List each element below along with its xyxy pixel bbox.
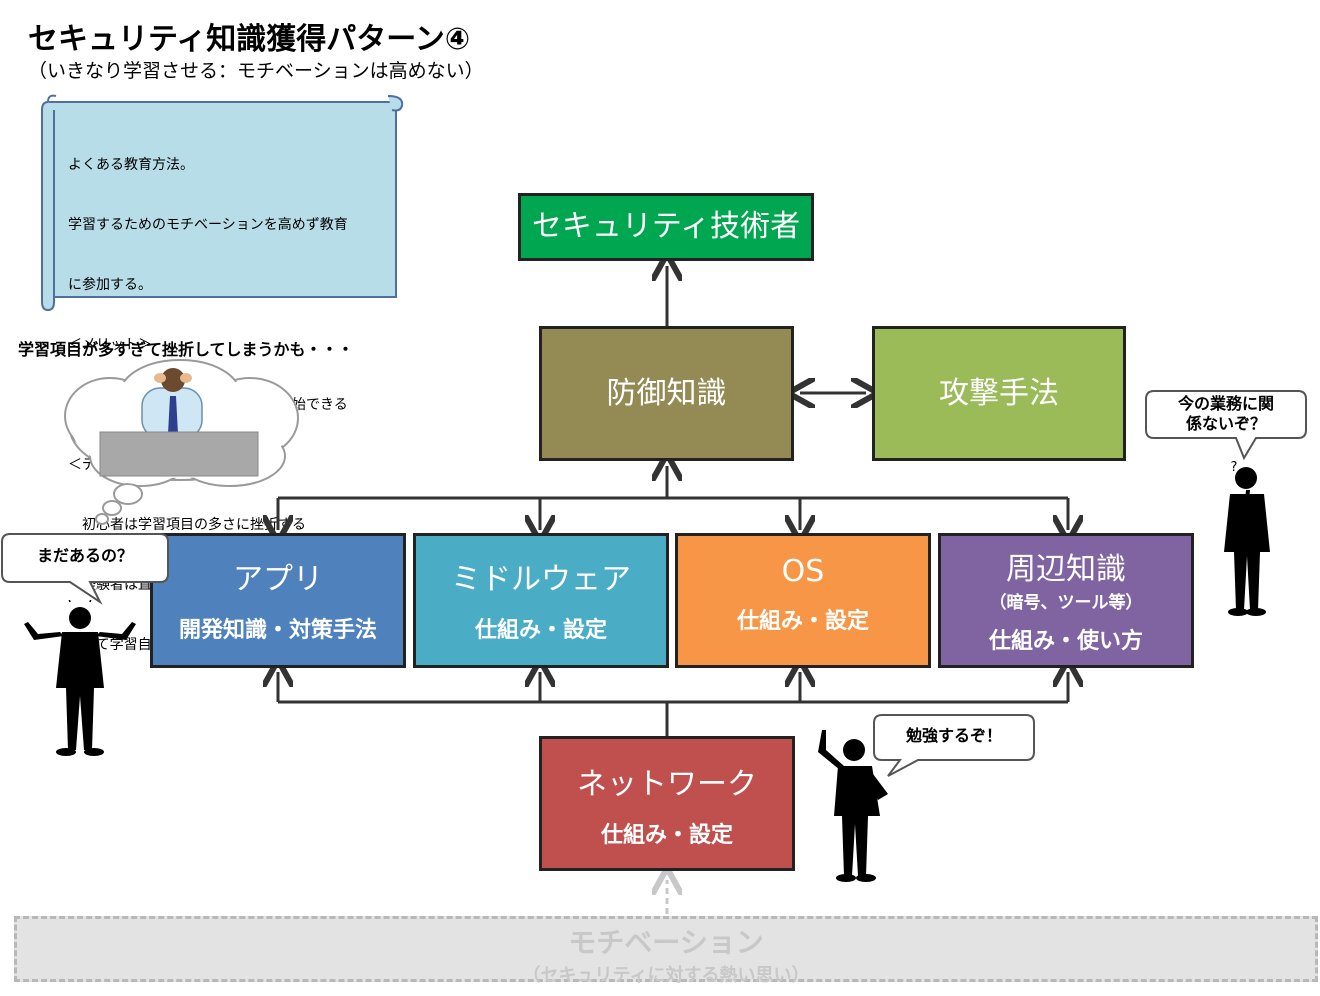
motivation-label: モチベーション [568, 926, 764, 959]
page-title: セキュリティ知識獲得パターン④ [28, 22, 471, 57]
security-engineer-box: セキュリティ技術者 [518, 193, 814, 261]
scroll-shape [41, 94, 404, 312]
page-subtitle: （いきなり学習させる：モチベーションは高めない） [28, 60, 484, 82]
security-engineer-label: セキュリティ技術者 [531, 209, 801, 244]
attack-methods-label: 攻撃手法 [939, 376, 1059, 411]
app-box: アプリ 開発知識・対策手法 [150, 533, 406, 668]
benkyo-bubble-text: 勉強するぞ！ [905, 726, 1002, 745]
os-sub-label: 仕組み・設定 [736, 609, 869, 634]
os-box: OS 仕組み・設定 [675, 533, 931, 668]
note-line: 初心者は学習項目の多さに挫折する [68, 517, 306, 533]
note-line: に参加する。 [68, 277, 152, 293]
benkyo-bubble-shape [873, 714, 1035, 777]
note-line: ＜メリット＞ [68, 337, 152, 353]
middleware-label: ミドルウェア [451, 562, 631, 597]
motivation-bar: モチベーション （セキュリティに対する熱い思い） [14, 916, 1318, 986]
app-sub-label: 開発知識・対策手法 [178, 618, 377, 643]
middleware-box: ミドルウェア 仕組み・設定 [413, 533, 669, 668]
note-line: 学習するためのモチベーションを高めず教育 [68, 217, 348, 233]
madaaru-bubble-shape [1, 533, 169, 605]
app-label: アプリ [233, 562, 323, 597]
pointing-man-icon [818, 730, 888, 882]
thinking-man-icon [1224, 467, 1270, 616]
peripheral-knowledge-box: 周辺知識 （暗号、ツール等） 仕組み・使い方 [938, 533, 1194, 668]
worry-caption: 学習項目が多すぎて挫折してしまうかも・・・ [18, 340, 354, 359]
network-sub-label: 仕組み・設定 [600, 823, 733, 848]
attack-methods-box: 攻撃手法 [872, 326, 1126, 461]
note-line: よくある教育方法。 [68, 157, 194, 173]
network-label: ネットワーク [577, 767, 757, 802]
defense-knowledge-box: 防御知識 [539, 326, 794, 461]
peripheral-knowledge-sub-label: 仕組み・使い方 [988, 629, 1143, 654]
network-box: ネットワーク 仕組み・設定 [539, 736, 795, 871]
os-label: OS [781, 554, 825, 589]
peripheral-knowledge-note: （暗号、ツール等） [989, 593, 1143, 613]
gyomu-line-2: 係ないぞ？ [1185, 414, 1266, 433]
madaaru-bubble-text: まだあるの？ [36, 546, 133, 565]
motivation-sub-label: （セキュリティに対する熱い思い） [522, 965, 810, 986]
surprised-man-icon [24, 600, 136, 756]
gyomu-bubble-shape [1145, 390, 1307, 461]
gyomu-bubble-text: 今の業務に関 係ないぞ？ [1146, 394, 1306, 434]
thought-cloud-illustration [64, 359, 299, 525]
defense-knowledge-label: 防御知識 [606, 376, 727, 411]
middleware-sub-label: 仕組み・設定 [474, 618, 607, 643]
gyomu-line-1: 今の業務に関 [1177, 394, 1274, 413]
peripheral-knowledge-label: 周辺知識 [1006, 552, 1126, 587]
question-mark-text: ? [1230, 460, 1238, 475]
